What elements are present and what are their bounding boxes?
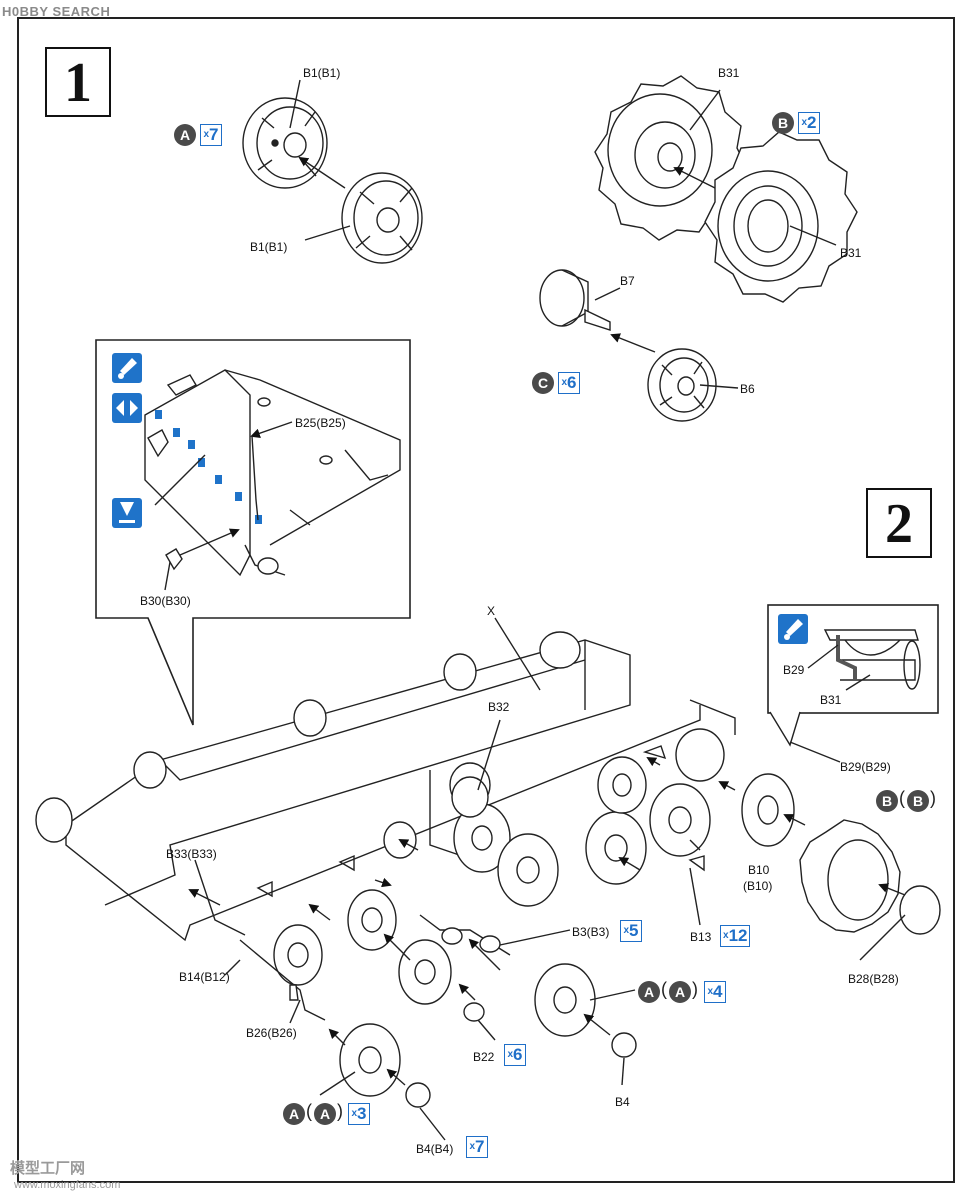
road-wheel-front	[242, 97, 328, 189]
flip-icon	[112, 393, 142, 423]
label-b33: B33(B33)	[166, 847, 217, 861]
step-2-box: 2	[866, 488, 932, 558]
count-b4-b4: x7	[466, 1136, 488, 1158]
label-b4: B4	[615, 1095, 630, 1109]
step2-suspension-arms	[239, 745, 705, 1021]
label-b14: B14(B12)	[179, 970, 230, 984]
label-b4-b4: B4(B4)	[416, 1142, 454, 1156]
badge-sprue-a-step2-1-paren: A	[669, 981, 691, 1003]
label-b28: B28(B28)	[848, 972, 899, 986]
paren-close-a1: )	[692, 979, 698, 999]
paren-close-a2: )	[337, 1101, 343, 1121]
count-a-step2-2: x3	[348, 1103, 370, 1125]
badge-sprue-b-paren-inner: B	[907, 790, 929, 812]
sprocket-top	[594, 75, 748, 241]
step2-assembly-arrows	[188, 757, 906, 1086]
count-a: x7	[200, 124, 222, 146]
label-b25: B25(B25)	[295, 416, 346, 430]
sprocket-bottom	[704, 131, 858, 303]
label-x: X	[487, 604, 496, 618]
detail-hull-sketch	[144, 369, 401, 577]
label-b26: B26(B26)	[246, 1026, 297, 1040]
glue-icon	[112, 353, 142, 383]
label-b22: B22	[473, 1050, 495, 1064]
label-detail-b29: B29	[783, 663, 805, 677]
label-b13: B13	[690, 930, 712, 944]
step-1-box: 1	[45, 47, 111, 117]
label-b29-b29: B29(B29)	[840, 760, 891, 774]
detail-sprocket-sketch	[823, 629, 921, 690]
badge-sprue-b-paren-close: )	[930, 788, 936, 808]
label-b7: B7	[620, 274, 635, 288]
count-b22: x6	[504, 1044, 526, 1066]
count-b13: x12	[720, 925, 751, 947]
idler-axle	[539, 269, 611, 331]
label-b10: B10	[748, 863, 770, 877]
cut-icon	[112, 498, 142, 528]
watermark-top: H0BBY SEARCH	[2, 4, 111, 19]
badge-sprue-b-step2: B	[876, 790, 898, 812]
badge-sprue-b-paren: (	[899, 788, 905, 808]
count-b3: x5	[620, 920, 642, 942]
glue-icon	[778, 614, 808, 644]
label-detail-b31: B31	[820, 693, 842, 707]
watermark-bottom-cn: 模型工厂网	[10, 1159, 86, 1177]
label-b3: B3(B3)	[572, 925, 610, 939]
label-b10-paren: (B10)	[743, 879, 773, 893]
step2-leader-lines	[194, 617, 906, 1141]
badge-sprue-a: A	[174, 124, 196, 146]
watermark-bottom-url: www.moxingfans.com	[14, 1179, 121, 1191]
badge-sprue-a-step2-2: A	[283, 1103, 305, 1125]
count-b: x2	[798, 112, 820, 134]
label-b32: B32	[488, 700, 510, 714]
label-b6: B6	[740, 382, 755, 396]
badge-sprue-a-step2-2-paren: A	[314, 1103, 336, 1125]
label-b31-bottom: B31	[840, 246, 862, 260]
count-a-step2-1: x4	[704, 981, 726, 1003]
label-b1-bottom: B1(B1)	[250, 240, 288, 254]
badge-sprue-c: C	[532, 372, 554, 394]
paren-open-a1: (	[661, 979, 667, 999]
road-wheel-rear	[341, 172, 423, 264]
label-b31-top: B31	[718, 66, 740, 80]
idler-wheel	[647, 348, 717, 422]
badge-sprue-b: B	[772, 112, 794, 134]
step2-road-wheels	[273, 756, 941, 1108]
paren-open-a2: (	[306, 1101, 312, 1121]
page-frame	[17, 17, 955, 1183]
badge-sprue-a-step2-1: A	[638, 981, 660, 1003]
count-c: x6	[558, 372, 580, 394]
label-b30: B30(B30)	[140, 594, 191, 608]
label-b1-top: B1(B1)	[303, 66, 341, 80]
